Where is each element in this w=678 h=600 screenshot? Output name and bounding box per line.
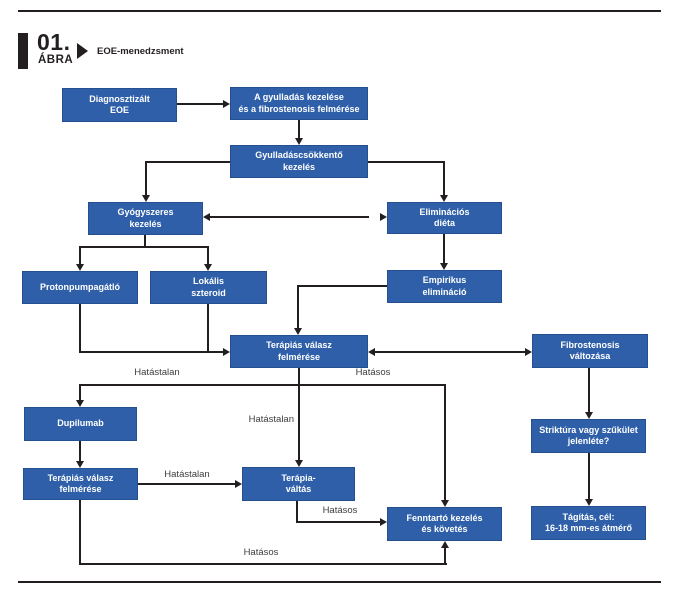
arrowhead-right-icon [380, 518, 387, 526]
connector-line [298, 285, 387, 287]
connector-line [588, 453, 590, 500]
figure-label: ÁBRA [38, 54, 74, 66]
connector-line [79, 246, 81, 265]
triangle-icon [77, 43, 88, 59]
connector-line [146, 161, 230, 163]
node-elimination-diet: Eliminációs diéta [387, 202, 502, 234]
arrowhead-right-icon [223, 347, 230, 356]
connector-line [444, 547, 446, 565]
connector-line [177, 103, 223, 105]
node-stricture-question: Striktúra vagy szűkület jelenléte? [531, 419, 646, 453]
edge-label-ineffective: Hatástalan [164, 469, 210, 480]
connector-line [145, 161, 147, 196]
connector-line [443, 234, 445, 264]
connector-line [79, 384, 81, 401]
connector-line [79, 384, 446, 386]
connector-line [79, 563, 447, 565]
node-diagnosed-eoe: Diagnosztizált EOE [62, 88, 177, 122]
node-dupilumab: Dupilumab [24, 407, 137, 441]
arrowhead-down-icon [440, 500, 449, 507]
figure-title: EOE-menedzsment [97, 46, 184, 57]
arrowhead-right-icon [525, 347, 532, 356]
arrowhead-down-icon [439, 263, 448, 270]
arrowhead-right-icon [235, 479, 242, 488]
connector-line [79, 351, 224, 353]
node-inflammation-treatment: A gyulladás kezelése és a fibrostenosis … [230, 87, 368, 120]
arrowhead-down-icon [75, 461, 84, 468]
connector-line [138, 483, 236, 485]
connector-line [207, 246, 209, 265]
arrowhead-down-icon [294, 138, 303, 145]
arrowhead-down-icon [293, 328, 302, 335]
arrowhead-down-icon [75, 400, 84, 407]
figure-number-bar [18, 33, 28, 69]
node-maintenance: Fenntartó kezelés és követés [387, 507, 502, 541]
connector-line [79, 441, 81, 462]
node-dilation: Tágítás, cél: 16-18 mm-es átmérő [531, 506, 646, 540]
connector-line [207, 304, 209, 353]
arrowhead-left-icon [203, 212, 210, 221]
arrowhead-down-icon [75, 264, 84, 271]
node-topical-steroid: Lokális szteroid [150, 271, 267, 304]
edge-label-ineffective: Hatástalan [134, 367, 180, 378]
connector-line [588, 368, 590, 413]
arrowhead-down-icon [203, 264, 212, 271]
connector-line [296, 501, 298, 523]
node-drug-therapy: Gyógyszeres kezelés [88, 202, 203, 235]
connector-line [144, 235, 146, 248]
figure-number: 01. [37, 29, 71, 55]
connector-line [298, 120, 300, 139]
edge-label-effective: Hatásos [243, 547, 279, 558]
node-therapy-switch: Terápia- váltás [242, 467, 355, 501]
arrowhead-down-icon [294, 460, 303, 467]
arrowhead-down-icon [584, 499, 593, 506]
arrowhead-down-icon [584, 412, 593, 419]
connector-line [374, 351, 526, 353]
arrowhead-right-icon [223, 99, 230, 108]
connector-line [79, 304, 81, 353]
arrowhead-right-icon [380, 212, 387, 221]
connector-line [209, 216, 369, 218]
edge-label-ineffective: Hatástalan [248, 414, 294, 425]
edge-label-effective: Hatásos [355, 367, 391, 378]
arrowhead-down-icon [439, 195, 448, 202]
connector-line [297, 521, 381, 523]
connector-line [444, 384, 446, 501]
connector-line [298, 368, 300, 461]
connector-line [368, 161, 445, 163]
node-ppi: Protonpumpagátló [22, 271, 138, 304]
node-response-assessment-2: Terápiás válasz felmérése [23, 468, 138, 500]
connector-line [79, 500, 81, 565]
arrowhead-left-icon [368, 347, 375, 356]
node-empirical-elimination: Empirikus elimináció [387, 270, 502, 303]
edge-label-effective: Hatásos [322, 505, 358, 516]
arrowhead-up-icon [440, 541, 449, 548]
node-antiinflammatory: Gyulladáscsökkentő kezelés [230, 145, 368, 178]
bottom-rule [18, 581, 661, 583]
top-rule [18, 10, 661, 12]
node-fibrostenosis-change: Fibrostenosis változása [532, 334, 648, 368]
connector-line [443, 161, 445, 196]
connector-line [297, 285, 299, 329]
arrowhead-down-icon [141, 195, 150, 202]
node-response-assessment-1: Terápiás válasz felmérése [230, 335, 368, 368]
